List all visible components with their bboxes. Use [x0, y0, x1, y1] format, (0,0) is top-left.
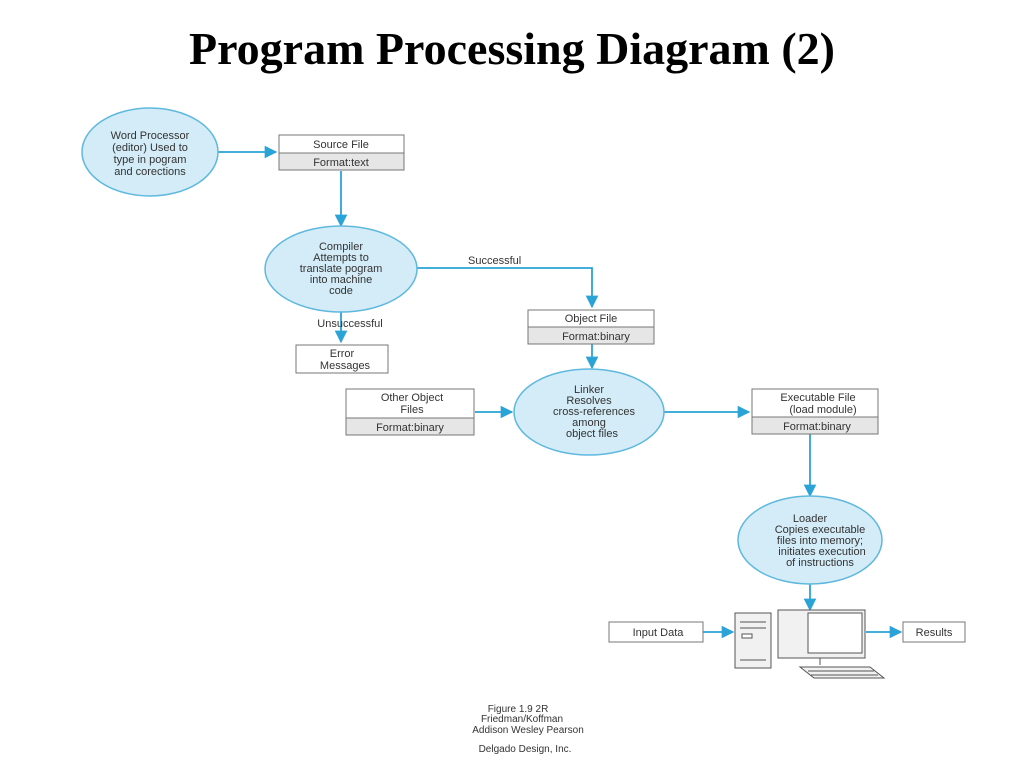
loader-line: initiates execution — [778, 546, 865, 558]
other-files-line: Other Object — [381, 392, 443, 404]
editor-line: and corections — [114, 166, 186, 178]
caption-credit: Delgado Design, Inc. — [479, 744, 572, 755]
executable-line: (load module) — [789, 404, 856, 416]
other-files-line: Files — [400, 404, 424, 416]
editor-node: Word Processor (editor) Used to type in … — [81, 107, 219, 197]
compiler-line: code — [329, 285, 353, 297]
error-messages-node: Error Messages — [295, 344, 389, 374]
executable-line: Executable File — [780, 392, 855, 404]
caption-line: Addison Wesley Pearson — [472, 725, 584, 736]
linker-line: cross-references — [553, 406, 635, 418]
caption-line: Figure 1.9 2R — [488, 704, 549, 715]
compiler-line: translate pogram — [300, 263, 383, 275]
computer-icon — [734, 609, 886, 679]
successful-label: Successful — [468, 255, 521, 267]
loader-line: files into memory; — [777, 535, 863, 547]
object-file-format: Format:binary — [562, 331, 630, 343]
linker-line: among — [572, 417, 606, 429]
input-data-label: Input Data — [633, 627, 685, 639]
unsuccessful-label: Unsuccessful — [317, 318, 382, 330]
editor-line: type in pogram — [114, 154, 187, 166]
loader-node: Loader Copies executable files into memo… — [737, 495, 883, 585]
source-file-format: Format:text — [313, 157, 369, 169]
other-object-files-node: Other Object Files Format:binary — [345, 388, 475, 436]
linker-line: object files — [566, 428, 618, 440]
input-data-node: Input Data — [608, 621, 704, 643]
loader-line: Copies executable — [775, 524, 866, 536]
object-file-name: Object File — [565, 313, 618, 325]
loader-line: Loader — [793, 513, 828, 525]
loader-line: of instructions — [786, 557, 854, 569]
slide-title: Program Processing Diagram (2) — [189, 23, 835, 74]
other-files-format: Format:binary — [376, 422, 444, 434]
source-file-node: Source File Format:text — [278, 134, 405, 171]
executable-file-node: Executable File (load module) Format:bin… — [751, 388, 879, 435]
results-label: Results — [916, 627, 953, 639]
compiler-line: into machine — [310, 274, 372, 286]
source-file-name: Source File — [313, 139, 369, 151]
linker-line: Linker — [574, 384, 604, 396]
executable-format: Format:binary — [783, 421, 851, 433]
linker-line: Resolves — [566, 395, 612, 407]
editor-line: (editor) Used to — [112, 142, 188, 154]
linker-node: Linker Resolves cross-references among o… — [513, 368, 665, 456]
object-file-node: Object File Format:binary — [527, 309, 655, 345]
compiler-line: Compiler — [319, 241, 363, 253]
figure-caption: Figure 1.9 2R Friedman/Koffman Addison W… — [472, 704, 584, 755]
caption-line: Friedman/Koffman — [481, 714, 563, 725]
error-line: Messages — [320, 360, 371, 372]
flow-compiler-to-object — [417, 267, 599, 309]
compiler-node: Compiler Attempts to translate pogram in… — [264, 225, 418, 313]
editor-line: Word Processor — [111, 130, 190, 142]
compiler-line: Attempts to — [313, 252, 369, 264]
results-node: Results — [902, 621, 966, 643]
error-line: Error — [330, 348, 355, 360]
